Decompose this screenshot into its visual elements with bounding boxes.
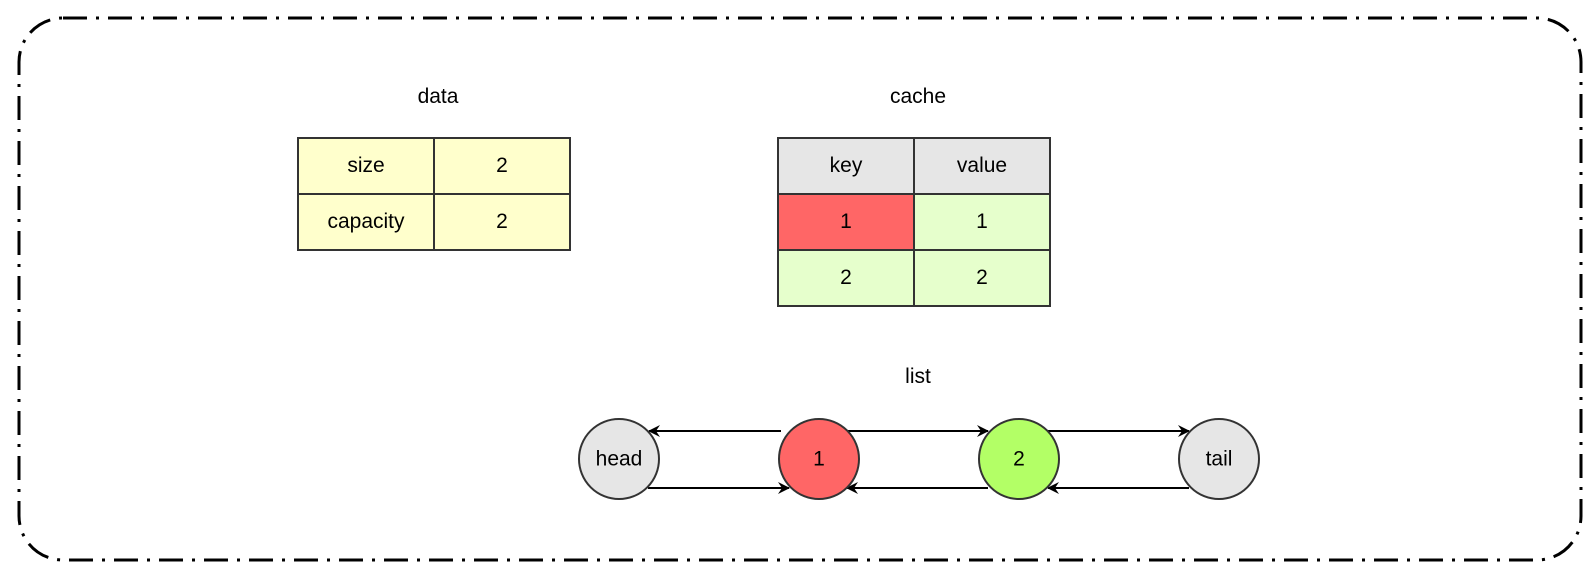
node-2: 2 <box>978 418 1060 500</box>
data-title: data <box>417 85 459 108</box>
node-head-label: head <box>596 448 643 471</box>
data-table: size 2 capacity 2 <box>297 137 571 251</box>
cache-row-2-value: 2 <box>913 249 1051 307</box>
cache-row-2-key: 2 <box>777 249 915 307</box>
node-head: head <box>578 418 660 500</box>
table-row: 2 2 <box>777 249 1051 307</box>
table-row: capacity 2 <box>297 193 571 251</box>
table-row: size 2 <box>297 137 571 195</box>
node-1-label: 1 <box>813 448 825 471</box>
capacity-value: 2 <box>433 193 571 251</box>
list-title: list <box>905 365 931 388</box>
capacity-label: capacity <box>297 193 435 251</box>
size-value: 2 <box>433 137 571 195</box>
node-tail-label: tail <box>1206 448 1233 471</box>
table-row: 1 1 <box>777 193 1051 251</box>
cache-row-1-value: 1 <box>913 193 1051 251</box>
node-2-label: 2 <box>1013 448 1025 471</box>
table-row: key value <box>777 137 1051 195</box>
node-tail: tail <box>1178 418 1260 500</box>
cache-row-1-key: 1 <box>777 193 915 251</box>
cache-header-key: key <box>777 137 915 195</box>
cache-title: cache <box>889 85 947 108</box>
size-label: size <box>297 137 435 195</box>
node-1: 1 <box>778 418 860 500</box>
cache-header-value: value <box>913 137 1051 195</box>
cache-table: key value 1 1 2 2 <box>777 137 1051 307</box>
